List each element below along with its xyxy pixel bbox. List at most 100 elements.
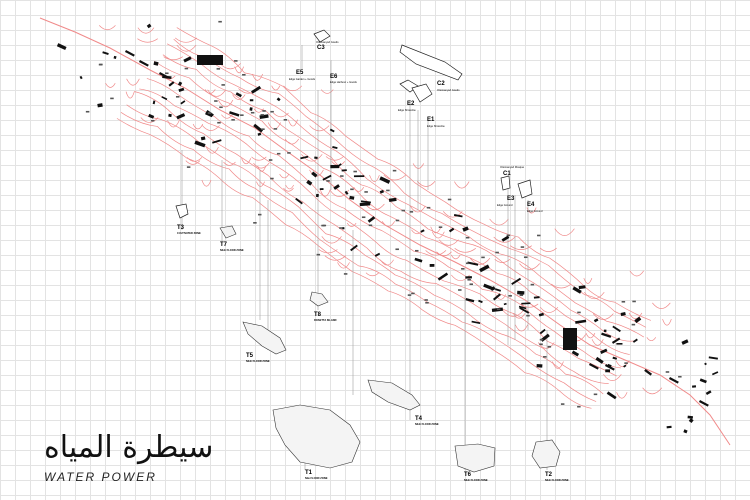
canal-arc xyxy=(554,228,575,236)
label-c3: C3 Ottomanyed Goods xyxy=(316,40,339,51)
canal-arc xyxy=(207,89,226,97)
artefact-drawing xyxy=(175,203,189,219)
canal-arc xyxy=(592,313,614,320)
node-tag xyxy=(339,227,343,229)
canal-arc xyxy=(353,186,365,192)
canal-branch xyxy=(162,54,635,342)
building-block xyxy=(571,350,580,357)
canal-arc xyxy=(431,231,445,239)
node-tag xyxy=(214,100,218,102)
title-arabic: سيطرة المياه xyxy=(44,430,214,465)
node-tag xyxy=(219,106,223,109)
building-block xyxy=(212,139,222,144)
canal-arc xyxy=(232,94,246,100)
canal-arc xyxy=(325,156,344,161)
canal-arc xyxy=(513,313,526,319)
building-block xyxy=(448,227,455,233)
block-cluster xyxy=(197,55,223,65)
node-tag xyxy=(424,299,428,301)
building-block xyxy=(483,283,494,291)
canal-arc xyxy=(628,312,643,320)
canal-branch xyxy=(116,118,592,409)
building-block xyxy=(479,264,490,273)
canal-arc xyxy=(514,324,528,332)
node-tag xyxy=(401,209,406,212)
canal-arc xyxy=(585,332,596,339)
node-tag xyxy=(368,224,373,227)
node-tag xyxy=(495,251,499,254)
svg-text:Edge Ground: Edge Ground xyxy=(497,203,513,207)
canal-arc xyxy=(319,189,331,197)
building-block xyxy=(453,214,463,218)
label-t4: T4 NILE FLOOD ZONE xyxy=(415,416,439,426)
building-block xyxy=(688,418,694,424)
canal-arc xyxy=(369,174,380,182)
canal-arc xyxy=(646,337,657,342)
node-tag xyxy=(426,206,431,209)
title-english: WATER POWER xyxy=(44,470,157,484)
river-dash xyxy=(138,60,149,67)
node-tag xyxy=(221,84,225,86)
island-shape xyxy=(454,443,496,473)
island-shape xyxy=(367,379,421,411)
building-block xyxy=(300,155,309,160)
building-block xyxy=(353,175,365,178)
building-block xyxy=(605,369,611,373)
building-block xyxy=(344,190,349,195)
node-tag xyxy=(260,114,264,116)
canal-arc xyxy=(662,318,672,326)
building-block xyxy=(359,202,371,207)
canal-arc xyxy=(615,360,630,368)
node-tag xyxy=(465,236,470,239)
node-tag xyxy=(624,362,628,364)
canal-arc xyxy=(218,99,234,108)
label-t3: T3 CULTIVATED ZONE xyxy=(177,225,201,235)
label-t2: T2 NILE FLOOD ZONE xyxy=(545,472,569,482)
building-block xyxy=(229,111,240,117)
building-block xyxy=(257,132,262,136)
canal-arc xyxy=(176,44,197,52)
building-block xyxy=(311,171,318,178)
svg-text:E2: E2 xyxy=(407,101,415,107)
building-block xyxy=(177,81,183,87)
building-block xyxy=(168,81,175,87)
building-block xyxy=(97,103,103,108)
label-e4: E4 Edge Ground xyxy=(527,202,543,213)
canal-arc xyxy=(105,83,116,88)
node-tag xyxy=(270,110,274,113)
canal-arc xyxy=(202,125,220,131)
node-tag xyxy=(110,97,114,100)
building-block xyxy=(600,348,608,354)
node-tag xyxy=(392,169,397,172)
canal-arc xyxy=(495,294,507,300)
canal-arc xyxy=(493,236,516,243)
building-block xyxy=(314,156,318,159)
canal-arc xyxy=(603,374,622,381)
svg-text:NILE FLOOD ZONE: NILE FLOOD ZONE xyxy=(415,422,439,426)
canal-arc xyxy=(381,221,396,227)
svg-text:NILE FLOOD ZONE: NILE FLOOD ZONE xyxy=(246,359,270,363)
canal-arc xyxy=(98,25,116,31)
building-block xyxy=(612,356,618,360)
svg-text:T5: T5 xyxy=(246,353,254,359)
canal-arc xyxy=(364,203,385,211)
svg-text:E3: E3 xyxy=(507,196,515,202)
node-tag xyxy=(447,198,452,201)
canal-arc xyxy=(126,78,140,86)
building-block xyxy=(350,244,358,252)
canal-arc xyxy=(329,189,350,197)
node-tag xyxy=(268,159,273,161)
canal-arc xyxy=(201,179,212,187)
node-tag xyxy=(242,73,246,76)
canal-arc xyxy=(309,169,324,177)
node-tag xyxy=(560,403,565,405)
label-t5: T5 NILE FLOOD ZONE xyxy=(246,353,270,363)
building-block xyxy=(319,188,324,191)
canal-branch xyxy=(134,91,609,384)
node-tag xyxy=(276,152,281,155)
canal-arc xyxy=(205,146,219,154)
building-block xyxy=(315,193,319,198)
building-block xyxy=(593,318,599,323)
building-block xyxy=(519,306,530,314)
canal-arc xyxy=(494,258,511,263)
